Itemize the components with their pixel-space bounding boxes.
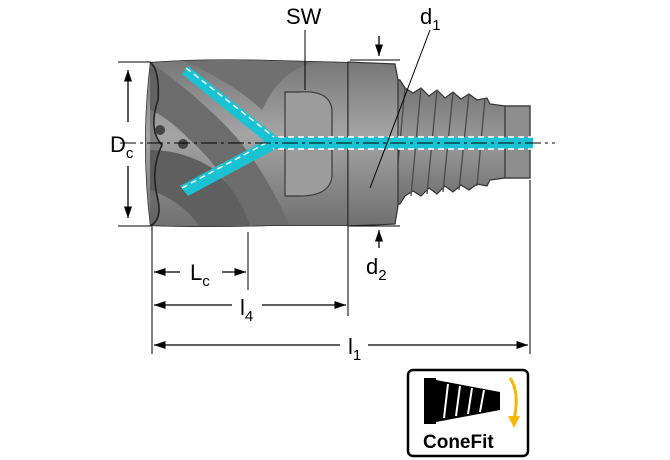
conefit-icon [424,377,520,428]
conefit-label: ConeFit [423,432,494,453]
dim-sw: SW [286,4,322,90]
svg-text:l1: l1 [348,334,361,364]
conefit-badge: ConeFit [406,368,530,458]
dim-d2: d2 [350,225,400,284]
dim-l4: l4 [154,226,349,325]
dim-lc: Lc [151,226,249,354]
svg-text:Lc: Lc [190,260,210,290]
dim-d1: d1 [350,4,441,189]
svg-text:Dc: Dc [110,132,134,162]
svg-text:d2: d2 [366,254,387,284]
cutter-face [149,61,163,227]
tool-body [145,59,531,228]
svg-text:d1: d1 [420,4,441,34]
dim-l1: l1 [154,180,531,364]
svg-text:SW: SW [286,4,322,29]
dim-dc: Dc [110,61,150,227]
svg-text:l4: l4 [240,295,253,325]
